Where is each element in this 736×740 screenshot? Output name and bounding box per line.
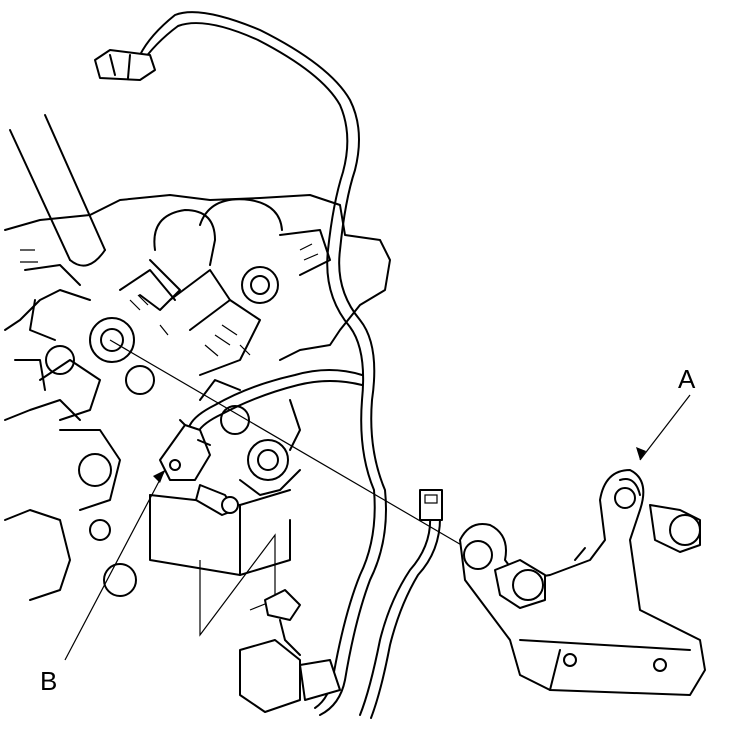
wire-harness <box>94 11 442 719</box>
harness-connector <box>419 489 443 521</box>
callout-b: B <box>40 469 166 696</box>
top-connector <box>94 49 156 81</box>
callout-a: A <box>636 364 696 461</box>
callout-b-label: B <box>40 666 57 696</box>
construction-lines <box>199 533 276 637</box>
lower-connector <box>239 589 341 713</box>
bracket-a <box>459 469 706 696</box>
callout-a-label: A <box>678 364 696 394</box>
sensor-b <box>159 424 239 516</box>
engine-assembly <box>4 114 391 601</box>
guide-line <box>109 339 471 551</box>
